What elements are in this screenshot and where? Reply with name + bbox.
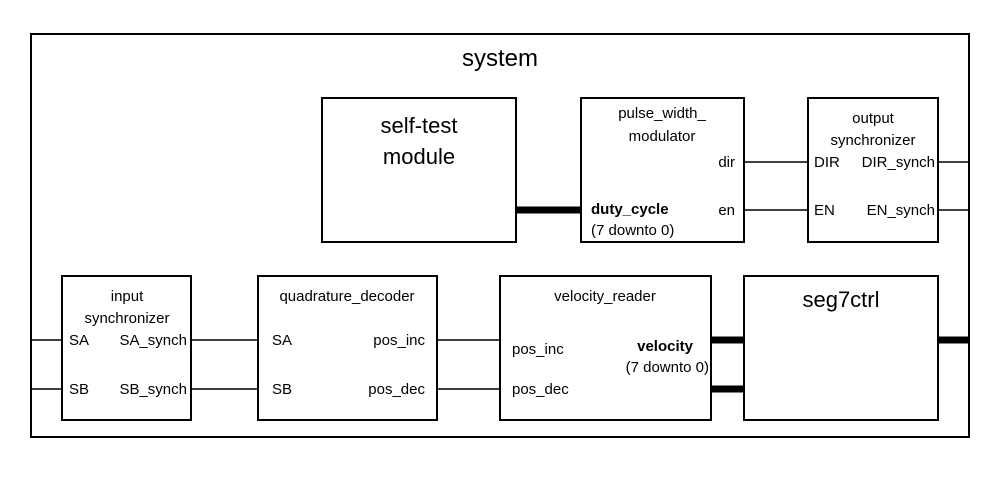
system-title: system <box>462 45 538 72</box>
input-sync-port-sb-synch: SB_synch <box>119 381 187 398</box>
quad-decoder-port-pos-dec: pos_dec <box>368 381 425 398</box>
output-sync-port-dir-synch: DIR_synch <box>862 154 935 171</box>
quadrature-decoder-block: quadrature_decoder SA SB pos_inc pos_dec <box>257 275 438 421</box>
output-sync-title-line1: output <box>852 110 895 127</box>
input-sync-port-sb: SB <box>69 381 89 398</box>
velocity-reader-title: velocity_reader <box>554 288 656 305</box>
velocity-reader-port-velocity: velocity <box>637 338 694 355</box>
input-sync-port-sa: SA <box>69 332 89 349</box>
output-synchronizer-block: output synchronizer DIR DIR_synch EN EN_… <box>807 97 939 243</box>
seg7ctrl-box <box>743 275 939 421</box>
pwm-port-duty-cycle: duty_cycle <box>591 201 669 218</box>
pwm-port-duty-range: (7 downto 0) <box>591 222 674 239</box>
output-sync-port-en-synch: EN_synch <box>867 202 935 219</box>
self-test-module-box <box>321 97 517 243</box>
self-test-label-line1: self-test <box>380 113 457 138</box>
pwm-title-line1: pulse_width_ <box>618 105 706 122</box>
input-sync-title-line2: synchronizer <box>84 310 169 327</box>
quad-decoder-title: quadrature_decoder <box>279 288 414 305</box>
output-sync-port-dir: DIR <box>814 154 840 171</box>
velocity-reader-block: velocity_reader pos_inc pos_dec velocity… <box>499 275 712 421</box>
pwm-box <box>580 97 745 243</box>
velocity-reader-port-pos-dec: pos_dec <box>512 381 569 398</box>
seg7ctrl-block: seg7ctrl <box>743 275 939 421</box>
quad-decoder-box <box>257 275 438 421</box>
quad-decoder-port-sa: SA <box>272 332 292 349</box>
pwm-port-dir: dir <box>718 154 735 171</box>
output-sync-port-en: EN <box>814 202 835 219</box>
wires <box>31 161 969 393</box>
seg7ctrl-title: seg7ctrl <box>802 287 879 312</box>
velocity-reader-port-pos-inc: pos_inc <box>512 341 564 358</box>
velocity-reader-box <box>499 275 712 421</box>
input-synchronizer-block: input synchronizer SA SA_synch SB SB_syn… <box>61 275 192 421</box>
pulse-width-modulator-block: pulse_width_ modulator dir en duty_cycle… <box>580 97 745 243</box>
input-sync-title-line1: input <box>111 288 144 305</box>
input-sync-port-sa-synch: SA_synch <box>119 332 187 349</box>
output-sync-box <box>807 97 939 243</box>
quad-decoder-port-pos-inc: pos_inc <box>373 332 425 349</box>
system-boundary <box>30 33 970 438</box>
self-test-module-block: self-test module <box>321 97 517 243</box>
output-sync-title-line2: synchronizer <box>830 132 915 149</box>
pwm-title-line2: modulator <box>629 128 696 145</box>
input-sync-box <box>61 275 192 421</box>
self-test-label-line2: module <box>383 144 455 169</box>
quad-decoder-port-sb: SB <box>272 381 292 398</box>
velocity-reader-port-range: (7 downto 0) <box>626 359 709 376</box>
pwm-port-en: en <box>718 202 735 219</box>
